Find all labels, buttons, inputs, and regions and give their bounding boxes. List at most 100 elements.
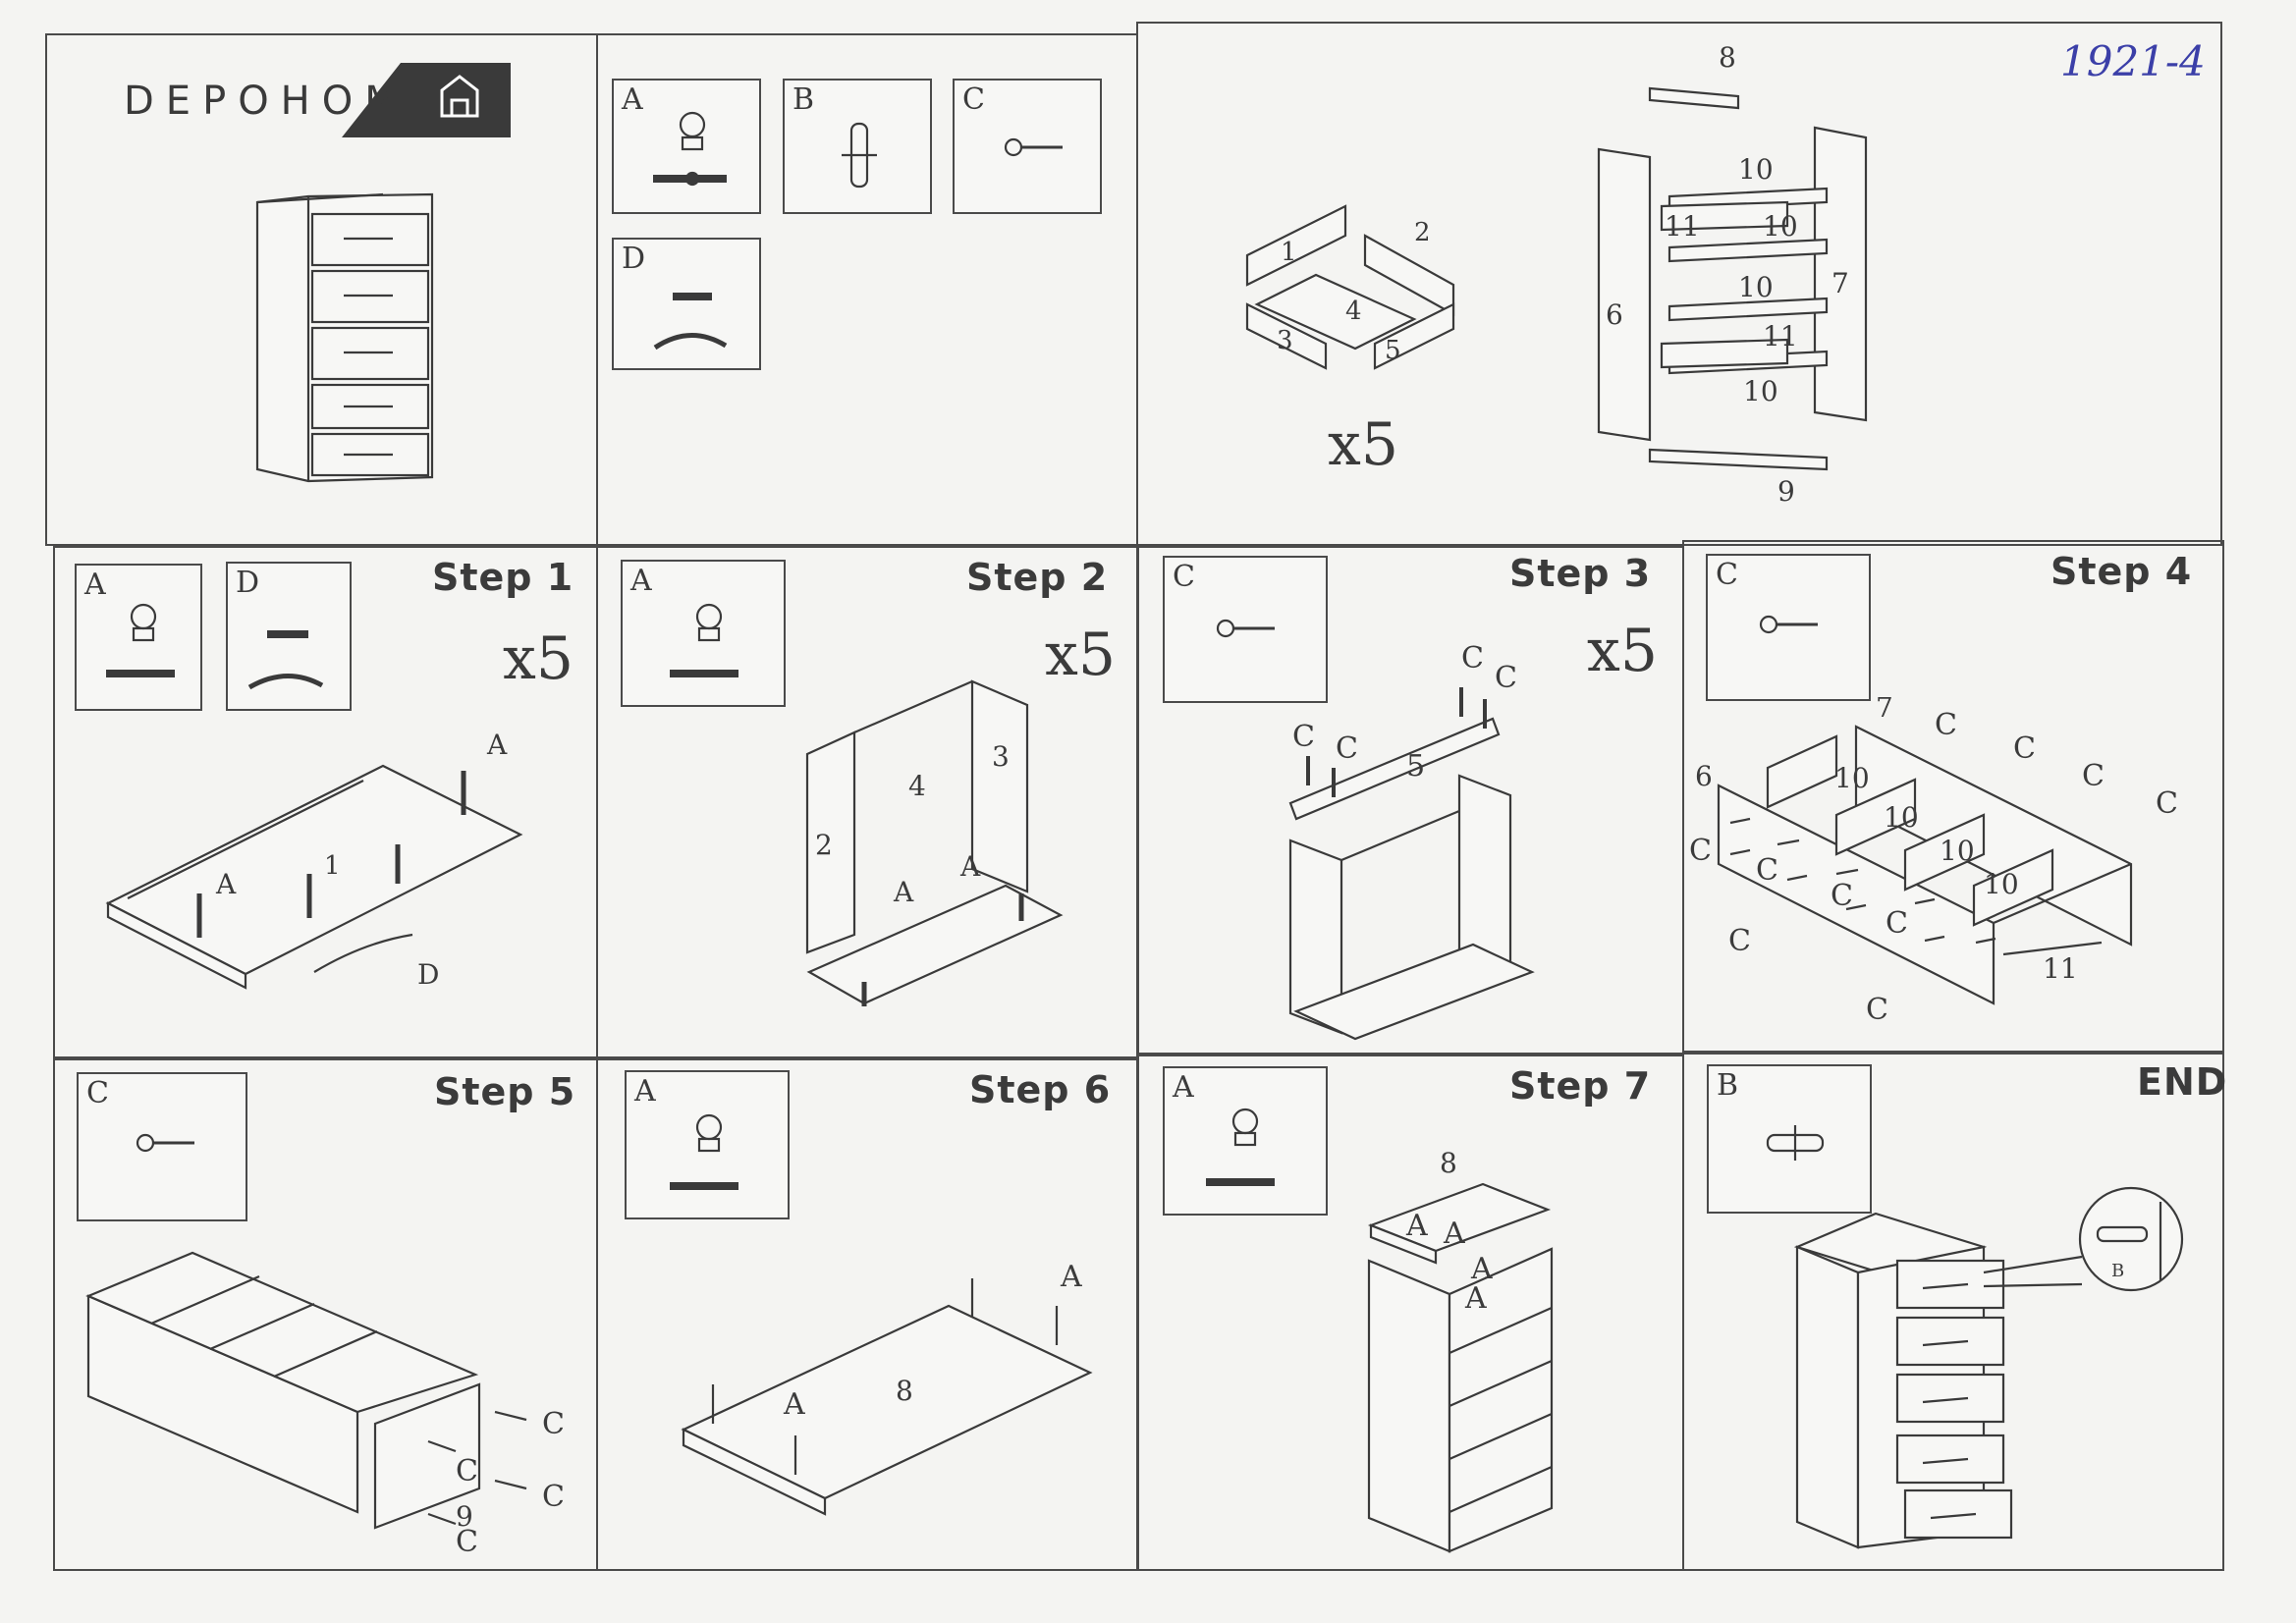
cell-step-6 [596,1056,1139,1571]
svg-text:6: 6 [1606,298,1623,331]
svg-text:A: A [1443,1217,1465,1251]
step-7-title: Step 7 [1509,1064,1652,1108]
svg-text:C: C [1866,993,1888,1027]
svg-text:C: C [1756,853,1778,888]
svg-text:D: D [417,958,439,991]
drawer-multiplier: x5 [1328,410,1399,479]
svg-text:A: A [959,850,981,883]
svg-text:C: C [542,1480,565,1514]
svg-text:3: 3 [1277,326,1293,355]
svg-text:9: 9 [456,1500,473,1533]
svg-text:9: 9 [1777,475,1795,508]
step-3-illustration: C C C C 5 [1288,641,1535,1041]
cell-end [1682,1051,2224,1571]
svg-text:B: B [2111,1261,2124,1281]
svg-text:C: C [456,1525,478,1559]
svg-text:10: 10 [1738,271,1774,303]
step-1-multiplier: x5 [503,624,574,693]
step-5-illustration: C C C C 9 [85,1251,565,1559]
step-4-illustration: 6 7 10 10 10 10 11 C C C C C C C C C C [1689,697,2178,1027]
step-1-title: Step 1 [432,556,574,599]
cell-panel-diagram [1136,22,2222,546]
svg-text:C: C [1336,731,1358,766]
svg-text:C: C [1886,906,1908,941]
svg-text:C: C [1461,641,1484,676]
svg-text:5: 5 [1406,749,1425,784]
svg-text:8: 8 [1440,1147,1457,1179]
cell-step-2 [596,546,1139,1060]
svg-text:1: 1 [324,851,341,881]
svg-text:C: C [1689,834,1712,868]
step-3-part-c: C [1163,556,1328,703]
step-6-part-a: A [625,1070,790,1219]
step-4-part-c: C [1706,554,1871,701]
svg-text:8: 8 [896,1375,913,1407]
end-assembled-dresser: B [1793,1186,2184,1549]
step-6-illustration: A A 8 [681,1260,1093,1516]
step-3-title: Step 3 [1509,552,1652,595]
step-1-illustration: A A 1 D [105,729,523,991]
part-box-a: A [612,79,761,214]
svg-text:2: 2 [1414,218,1431,247]
svg-text:5: 5 [1385,336,1401,365]
svg-text:C: C [456,1454,478,1488]
end-part-b: B [1707,1064,1872,1214]
part-box-d: D [612,238,761,370]
svg-text:C: C [2013,731,2036,766]
svg-text:4: 4 [908,770,926,802]
svg-text:C: C [2156,786,2178,821]
svg-text:7: 7 [1831,267,1849,299]
step-6-title: Step 6 [969,1068,1112,1111]
part-box-c: C [953,79,1102,214]
step-2-title: Step 2 [966,556,1109,599]
step-4-title: Step 4 [2050,550,2193,593]
part-box-b: B [783,79,932,214]
svg-text:C: C [2082,759,2105,793]
handwritten-note: 1921-4 [2060,37,2206,85]
brand-logo: DEPOHOME [118,63,511,137]
end-title: END [2137,1060,2228,1104]
step-2-part-a: A [621,560,786,707]
step-1-part-d: D [226,562,352,711]
cell-step-4 [1682,540,2224,1055]
svg-text:8: 8 [1719,41,1736,74]
svg-text:A: A [486,729,508,761]
svg-text:10: 10 [1940,835,1975,867]
svg-text:C: C [542,1407,565,1441]
svg-text:A: A [783,1387,805,1422]
svg-text:10: 10 [1743,375,1778,407]
svg-text:10: 10 [1763,210,1798,243]
svg-text:11: 11 [2043,952,2078,985]
svg-text:4: 4 [1345,297,1362,326]
step-3-multiplier: x5 [1587,617,1659,685]
svg-text:3: 3 [992,740,1010,773]
panel-exploded-diagram: 1 2 3 4 5 6 7 8 9 10 10 10 10 11 11 [1245,41,1868,508]
svg-text:1: 1 [1281,238,1297,267]
svg-text:2: 2 [815,829,833,861]
step-2-multiplier: x5 [1045,621,1117,689]
svg-text:10: 10 [1738,153,1774,186]
brand-name: DEPOHOME [124,79,447,124]
svg-text:A: A [215,868,237,900]
svg-text:A: A [1060,1260,1082,1294]
svg-text:C: C [1292,720,1315,754]
svg-text:10: 10 [1884,801,1919,834]
svg-text:10: 10 [1984,868,2019,900]
step-7-illustration: 8 A A A A [1367,1147,1554,1553]
step-7-part-a: A [1163,1066,1328,1216]
step-2-illustration: 2 4 3 A A [805,679,1064,1006]
dresser-overview-illustration [255,192,434,483]
svg-text:C: C [1831,879,1853,913]
svg-text:C: C [1935,708,1957,742]
step-5-title: Step 5 [434,1070,576,1113]
svg-text:A: A [893,876,914,908]
svg-text:11: 11 [1665,210,1700,243]
svg-text:A: A [1464,1281,1487,1316]
svg-text:10: 10 [1834,762,1870,794]
svg-text:C: C [1728,924,1751,958]
step-1-part-a: A [75,564,202,711]
step-5-part-c: C [77,1072,247,1221]
svg-text:A: A [1405,1209,1428,1243]
svg-text:A: A [1470,1252,1493,1286]
